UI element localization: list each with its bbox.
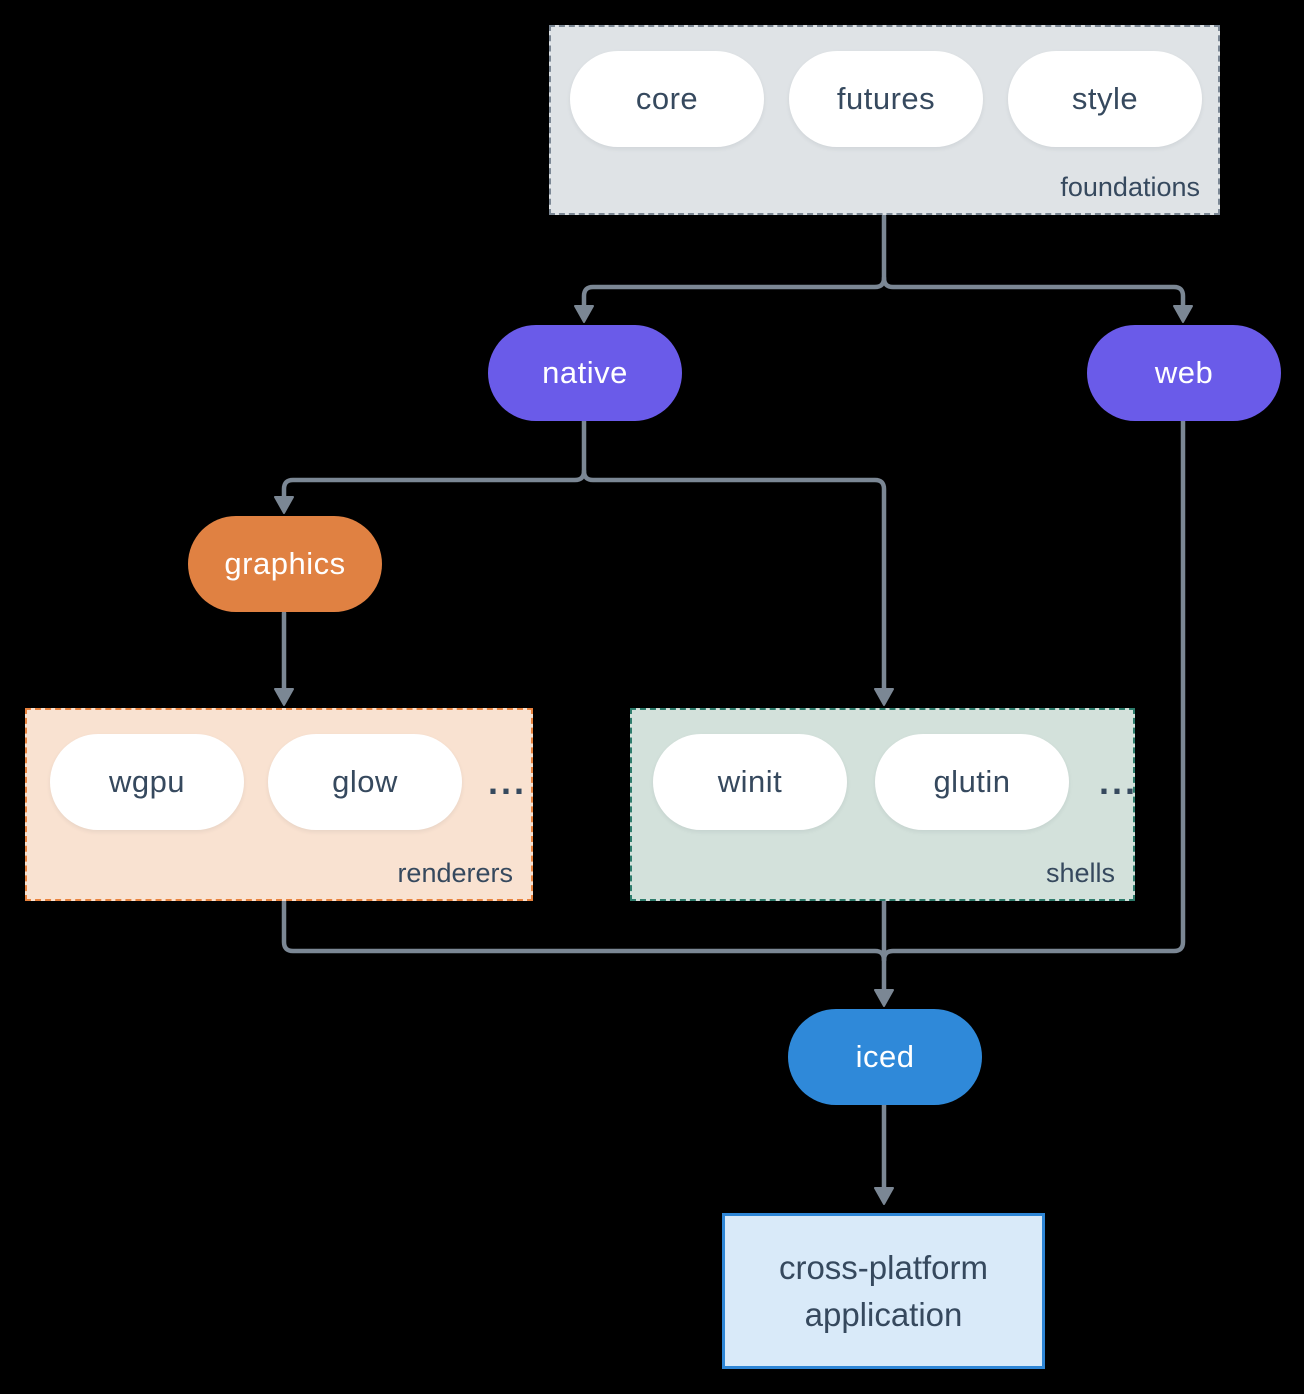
- group-foundations: core futures style foundations: [549, 25, 1220, 215]
- node-glow: glow: [268, 734, 462, 830]
- edge-renderers-to-merge: [281, 898, 887, 963]
- edge-foundations-to-native: [581, 213, 887, 309]
- node-style: style: [1008, 51, 1202, 147]
- arrowhead-renderers-icon: [274, 688, 294, 706]
- group-label-shells: shells: [1045, 858, 1115, 888]
- edge-native-to-shells: [581, 468, 887, 692]
- renderers-pill-row: wgpu glow ...: [27, 734, 527, 830]
- group-label-foundations: foundations: [1060, 172, 1200, 202]
- group-label-renderers: renderers: [397, 858, 513, 888]
- edge-foundations-to-web: [881, 275, 1186, 309]
- node-core: core: [570, 51, 764, 147]
- foundations-pill-row: core futures style: [551, 51, 1202, 147]
- node-web: web: [1087, 325, 1281, 421]
- node-iced: iced: [788, 1009, 982, 1105]
- renderers-ellipsis: ...: [488, 761, 528, 802]
- node-winit: winit: [653, 734, 847, 830]
- arrowhead-application-icon: [874, 1187, 894, 1205]
- shells-ellipsis: ...: [1099, 761, 1139, 802]
- edges: [281, 213, 1186, 1191]
- edge-native-to-graphics: [281, 418, 587, 500]
- application-label-line1: cross-platform: [778, 1249, 989, 1286]
- group-shells: winit glutin ... shells: [630, 708, 1135, 901]
- arrowhead-web-icon: [1173, 305, 1193, 323]
- node-cross-platform-application: cross-platform application: [722, 1213, 1045, 1369]
- arrowheads: [274, 305, 1193, 1205]
- application-label-line2: application: [804, 1296, 963, 1333]
- node-graphics: graphics: [188, 516, 382, 612]
- arrowhead-graphics-icon: [274, 496, 294, 514]
- node-futures: futures: [789, 51, 983, 147]
- arrowhead-iced-icon: [874, 989, 894, 1007]
- node-wgpu: wgpu: [50, 734, 244, 830]
- group-renderers: wgpu glow ... renderers: [25, 708, 533, 901]
- shells-pill-row: winit glutin ...: [632, 734, 1138, 830]
- node-glutin: glutin: [875, 734, 1069, 830]
- arrowhead-shells-icon: [874, 688, 894, 706]
- arrowhead-native-icon: [574, 305, 594, 323]
- node-native: native: [488, 325, 682, 421]
